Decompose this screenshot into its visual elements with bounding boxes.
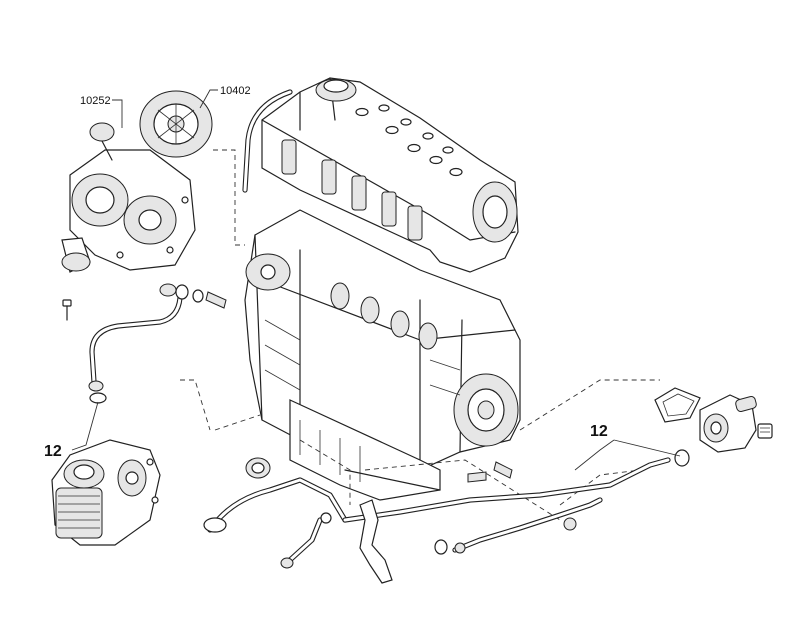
thermostat-housing [654, 387, 773, 453]
intake-ports [281, 139, 423, 241]
callouts: 10252 10402 12 12 [44, 85, 681, 471]
label-10402: 10402 [220, 85, 251, 97]
label-10252: 10252 [80, 95, 111, 107]
banjo-bolt [205, 291, 227, 309]
o-ring [674, 449, 690, 467]
turbo-coolant-pipe [62, 283, 227, 404]
washer [192, 289, 204, 303]
thermostat-gasket [654, 387, 701, 423]
temp-sensor [757, 423, 773, 439]
seal-ring [89, 392, 107, 404]
guide-lines [180, 149, 660, 521]
wastegate-actuator [89, 122, 115, 142]
label-12-right: 12 [590, 423, 608, 440]
nut [563, 517, 577, 531]
turbocharger-assembly [61, 90, 213, 273]
oil-filter-housing [51, 439, 161, 546]
spark-plug-holes [355, 104, 463, 177]
oil-sump [289, 399, 441, 501]
pipe-bracket [359, 499, 393, 584]
exhaust-ports [330, 282, 438, 350]
engine-block [242, 77, 521, 501]
washer [175, 284, 189, 300]
coolant-hoses [203, 449, 690, 584]
label-12-left: 12 [44, 443, 62, 460]
